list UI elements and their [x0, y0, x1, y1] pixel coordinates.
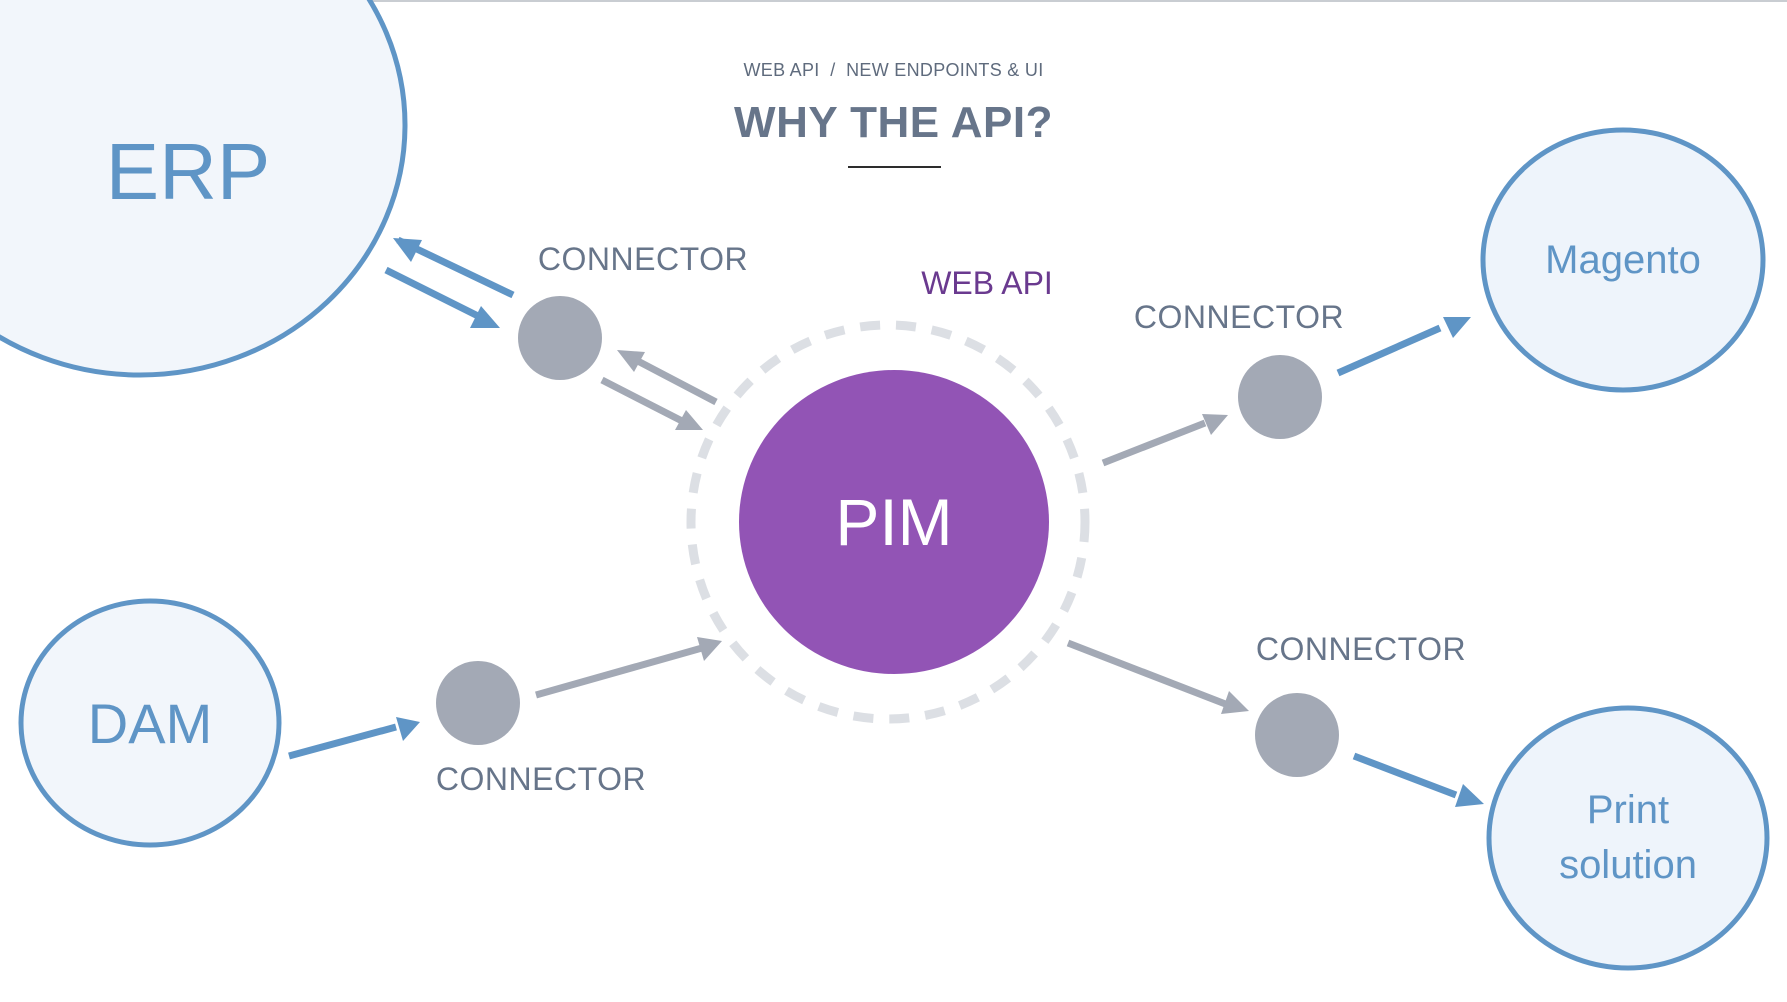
pim-label: PIM	[835, 485, 953, 559]
arrow-connector-to-magento-head	[1443, 317, 1471, 338]
print-solution-label: Print solution	[1559, 783, 1697, 893]
arrow-dam-connector-to-pim-head	[697, 637, 722, 661]
arrow-erp-connector-to-pim-head	[675, 410, 703, 430]
arrow-pim-to-print-connector	[1066, 639, 1230, 709]
arrow-erp-to-connector-head	[470, 306, 500, 328]
arrow-connector-to-print-head	[1455, 784, 1484, 807]
erp-connector-label: CONNECTOR	[537, 241, 749, 277]
print-connector-label: CONNECTOR	[1255, 631, 1467, 667]
magento-label: Magento	[1545, 238, 1701, 282]
print-solution-node	[1486, 705, 1770, 971]
arrow-dam-to-connector	[288, 723, 397, 760]
dam-connector-label: CONNECTOR	[435, 761, 647, 797]
arrow-pim-to-magento-connector	[1101, 419, 1207, 467]
dam-connector-node	[436, 661, 520, 745]
magento-node	[1480, 127, 1766, 393]
erp-node	[0, 0, 408, 378]
web-api-label: WEB API	[921, 265, 1053, 301]
arrow-dam-to-connector-head	[396, 717, 420, 741]
breadcrumb: WEB API / NEW ENDPOINTS & UI	[743, 60, 1044, 80]
erp-connector-node	[518, 296, 602, 380]
title-underline	[848, 166, 941, 168]
erp-label: ERP	[105, 127, 271, 216]
dam-node	[18, 598, 282, 848]
arrow-connector-to-erp-head	[393, 238, 422, 262]
web-api-ring	[686, 320, 1090, 724]
arrow-erp-to-connector	[384, 266, 482, 321]
print-connector-node	[1255, 693, 1339, 777]
arrow-pim-to-erp-connector	[630, 354, 718, 406]
print-label-line1: Print	[1586, 787, 1670, 832]
print-label-line2: solution	[1559, 843, 1697, 887]
pim-node	[739, 370, 1049, 674]
arrow-pim-to-magento-connector-head	[1202, 414, 1228, 435]
arrow-erp-connector-to-pim	[600, 376, 686, 426]
arrow-pim-to-print-connector-head	[1221, 691, 1249, 714]
arrow-connector-to-print	[1352, 752, 1458, 799]
arrow-pim-to-erp-connector-head	[617, 350, 645, 372]
arrow-dam-connector-to-pim	[535, 644, 703, 699]
magento-connector-label: CONNECTOR	[1133, 299, 1345, 335]
magento-connector-node	[1238, 355, 1322, 439]
dam-label: DAM	[87, 692, 213, 755]
top-border	[0, 0, 1787, 2]
page-title: WHY THE API?	[734, 98, 1053, 147]
arrow-connector-to-magento	[1336, 324, 1442, 377]
